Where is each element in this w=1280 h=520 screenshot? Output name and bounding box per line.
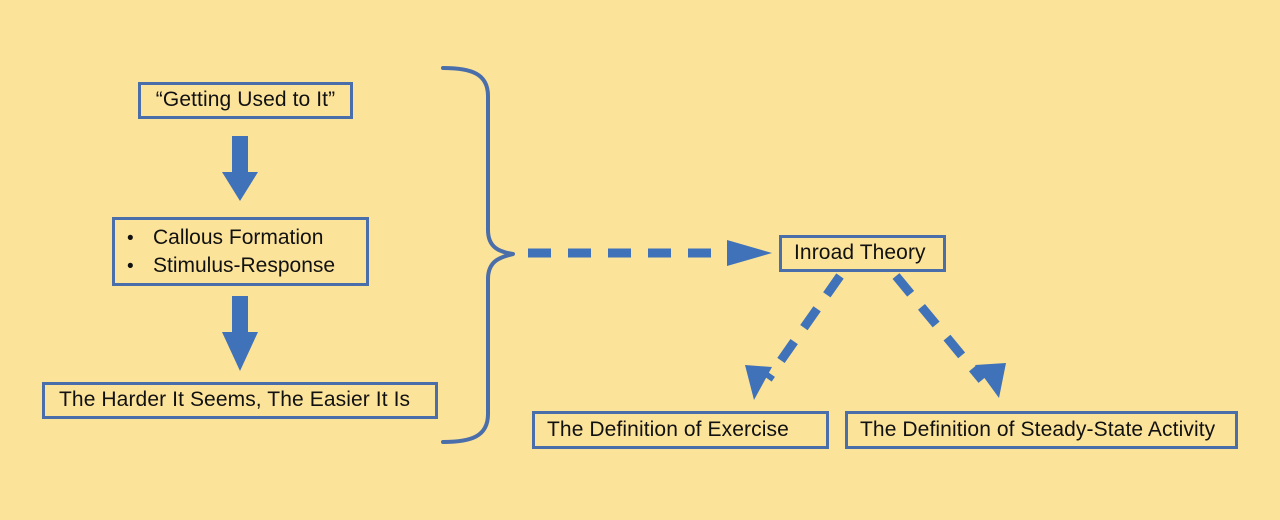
- node-definition-of-exercise[interactable]: The Definition of Exercise: [532, 411, 829, 449]
- node-harder-it-seems-label: The Harder It Seems, The Easier It Is: [59, 388, 411, 412]
- node-definition-of-exercise-label: The Definition of Exercise: [547, 417, 789, 441]
- node-inroad-theory-label: Inroad Theory: [794, 241, 926, 265]
- list-item: • Stimulus-Response: [115, 254, 366, 282]
- node-getting-used-to-it[interactable]: “Getting Used to It”: [138, 82, 353, 119]
- node-definition-of-steady-state-activity[interactable]: The Definition of Steady-State Activity: [845, 411, 1238, 449]
- arrow-inroad-to-exercise-icon: [745, 273, 844, 400]
- node-getting-used-to-it-label: “Getting Used to It”: [155, 88, 336, 112]
- arrow-mechanisms-to-harder-icon: [222, 296, 258, 371]
- node-definition-of-steady-state-activity-label: The Definition of Steady-State Activity: [860, 417, 1216, 441]
- arrow-getting-used-to-mechanisms-icon: [222, 136, 258, 201]
- node-inroad-theory[interactable]: Inroad Theory: [779, 235, 946, 272]
- arrow-inroad-to-steady-state-icon: [892, 273, 1006, 398]
- list-item: • Callous Formation: [115, 226, 366, 254]
- arrow-brace-to-inroad-icon: [528, 240, 772, 266]
- bullet-icon: •: [127, 228, 134, 249]
- node-mechanisms-item-1: Stimulus-Response: [153, 254, 336, 277]
- brace-grouping-left-column-icon: [441, 66, 515, 444]
- node-mechanisms-item-0: Callous Formation: [153, 226, 324, 249]
- node-mechanisms[interactable]: • Callous Formation • Stimulus-Response: [112, 217, 369, 286]
- node-harder-it-seems[interactable]: The Harder It Seems, The Easier It Is: [42, 382, 438, 419]
- bullet-icon: •: [127, 256, 134, 277]
